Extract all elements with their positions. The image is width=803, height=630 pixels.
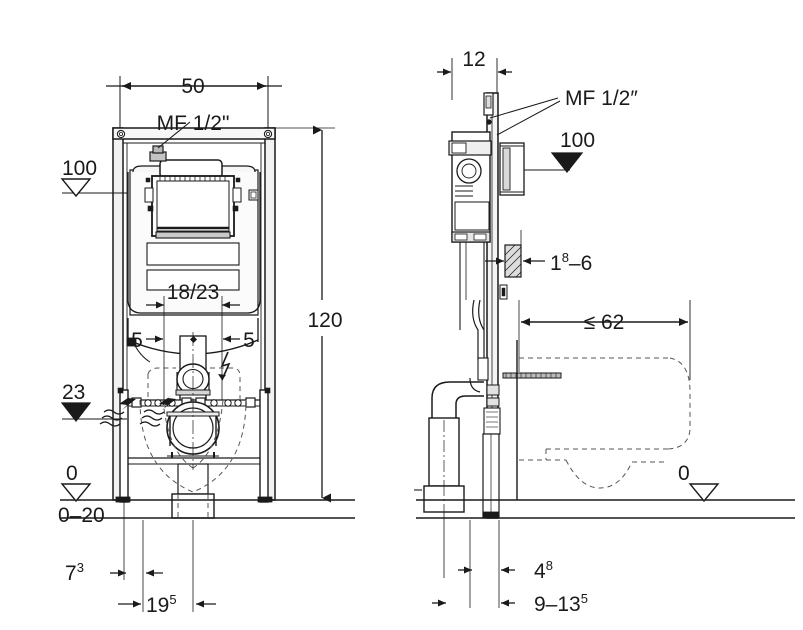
level-100-front: 100 bbox=[62, 157, 97, 180]
dim-fixing-centres: 18/23 bbox=[167, 281, 220, 304]
level-23-front: 23 bbox=[62, 381, 85, 404]
dim-frame-depth: 12 bbox=[462, 48, 485, 71]
label-mf-front: MF 1/2" bbox=[157, 112, 230, 135]
side-view-group bbox=[414, 58, 795, 608]
level-100-side: 100 bbox=[560, 129, 595, 152]
dim-projection-max: ≤ 62 bbox=[584, 311, 625, 334]
dim-foot-offset: 73 bbox=[65, 560, 84, 585]
dim-front-width: 50 bbox=[181, 75, 204, 98]
dim-offset-right: 5 bbox=[243, 329, 255, 352]
dim-total-height: 120 bbox=[307, 309, 342, 332]
dim-offset-left: 5 bbox=[131, 329, 143, 352]
level-0-side: 0 bbox=[678, 462, 690, 485]
dimension-text-layer: 50 MF 1/2" 18/23 5 5 120 100 23 0 0–20 7… bbox=[58, 48, 690, 617]
front-view-group bbox=[60, 76, 355, 612]
level-0-front: 0 bbox=[66, 462, 78, 485]
dim-floor-b: 9–135 bbox=[534, 591, 588, 616]
dim-outlet-offset: 195 bbox=[146, 592, 177, 617]
dim-floor-a: 48 bbox=[534, 558, 553, 583]
dim-wall-thickness: 18–6 bbox=[550, 250, 592, 275]
dim-floor-range: 0–20 bbox=[58, 504, 105, 527]
label-mf-side: MF 1/2″ bbox=[565, 87, 638, 110]
